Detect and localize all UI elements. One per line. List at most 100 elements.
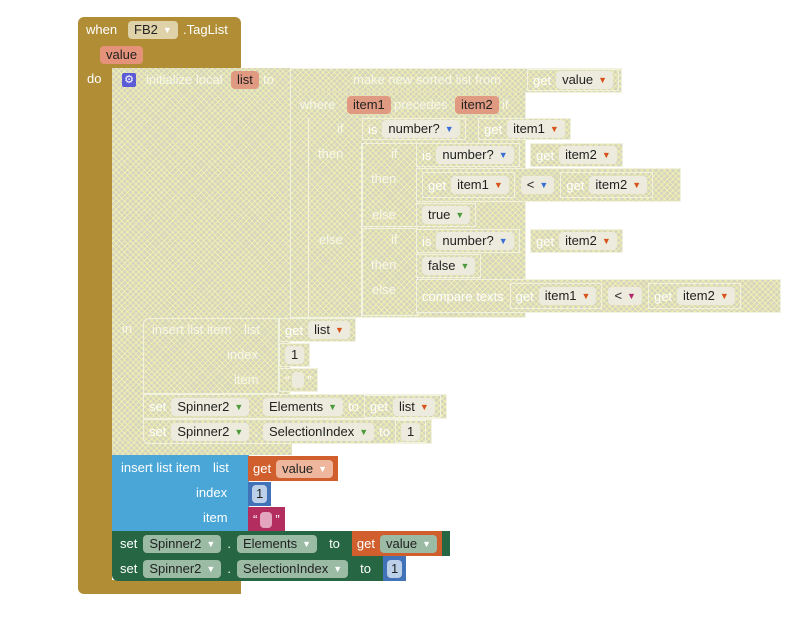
math-compare-block[interactable]: get item1▼ <▼ get item2▼ — [416, 168, 681, 202]
var-dropdown[interactable]: list▼ — [392, 397, 435, 416]
insert-list-item-block[interactable] — [112, 455, 249, 531]
is-number-block[interactable]: is number?▼ — [416, 229, 520, 253]
chevron-down-icon: ▼ — [498, 150, 508, 160]
operator-dropdown[interactable]: <▼ — [608, 287, 642, 305]
var-dropdown[interactable]: value▼ — [379, 534, 437, 553]
compare-texts-block[interactable]: compare texts get item1▼ <▼ get item2▼ — [416, 279, 781, 313]
var-dropdown[interactable]: item2▼ — [559, 232, 617, 250]
param-value[interactable]: value — [100, 46, 144, 64]
boolean-dropdown[interactable]: true▼ — [422, 206, 471, 224]
number-field[interactable]: 1 — [386, 559, 403, 578]
chevron-down-icon: ▼ — [493, 180, 503, 190]
var-dropdown[interactable]: item2▼ — [589, 176, 648, 194]
component-dropdown[interactable]: Spinner2▼ — [143, 559, 222, 578]
chevron-down-icon: ▼ — [719, 291, 729, 301]
number-block[interactable]: 1 — [248, 482, 272, 506]
chevron-down-icon: ▼ — [302, 538, 312, 549]
is-number-dropdown[interactable]: number?▼ — [382, 120, 460, 138]
labels-set: set — [120, 536, 138, 551]
component-dropdown[interactable]: Spinner2▼ — [143, 534, 222, 553]
false-block[interactable]: false▼ — [416, 254, 482, 278]
chevron-down-icon: ▼ — [328, 401, 338, 412]
var-dropdown[interactable]: item1▼ — [538, 287, 597, 305]
var-dropdown[interactable]: item2▼ — [677, 287, 735, 305]
chevron-down-icon: ▼ — [601, 236, 611, 246]
gear-icon[interactable]: ⚙ — [122, 73, 136, 87]
sorted-list-title: make new sorted list from — [353, 72, 502, 87]
number-block[interactable]: 1 — [382, 556, 407, 581]
insert-list-var: list — [314, 322, 330, 337]
property-dropdown[interactable]: Elements▼ — [236, 534, 318, 553]
true-block[interactable]: true▼ — [416, 203, 477, 227]
get-item1-block[interactable]: get item1▼ — [509, 283, 603, 309]
chevron-down-icon: ▼ — [460, 261, 470, 271]
var-dropdown[interactable]: item1▼ — [507, 120, 565, 138]
setters-elements: Elements — [268, 398, 324, 414]
get-value-block[interactable]: get value▼ — [248, 456, 339, 481]
property-dropdown[interactable]: SelectionIndex▼ — [262, 422, 375, 441]
number-block[interactable]: 1 — [394, 420, 427, 443]
set-spinner2-elements-disabled[interactable]: set Spinner2▼ . Elements▼ to get list▼ — [143, 394, 447, 419]
labels-set: set — [120, 561, 138, 576]
boolean-dropdown[interactable]: false▼ — [422, 257, 476, 275]
number-block[interactable]: 1 — [279, 343, 311, 367]
chevron-down-icon: ▼ — [359, 426, 369, 437]
component-dropdown[interactable]: Spinner2▼ — [171, 397, 250, 416]
operator-dropdown[interactable]: <▼ — [520, 176, 555, 194]
is-number-block[interactable]: is number?▼ — [362, 118, 466, 140]
if-label: if — [391, 232, 398, 247]
chevron-down-icon: ▼ — [539, 180, 549, 190]
if-expression-block[interactable] — [362, 228, 418, 316]
get-item2-block[interactable]: get item2▼ — [530, 229, 623, 253]
property-dropdown[interactable]: SelectionIndex▼ — [236, 559, 349, 578]
number-field[interactable]: 1 — [252, 485, 268, 503]
text-field[interactable] — [292, 372, 305, 388]
get-item2-block[interactable]: get item2▼ — [560, 172, 654, 198]
labels-to: to — [360, 561, 371, 576]
setters-dot: . — [227, 561, 231, 576]
text-block[interactable]: “” — [279, 368, 318, 392]
sort-item1: item1 — [513, 121, 545, 136]
is-number-dropdown[interactable]: number?▼ — [436, 232, 514, 250]
get-value-block[interactable]: get value▼ — [527, 69, 620, 91]
else-label: else — [372, 282, 396, 297]
get-value-block[interactable]: get value▼ — [351, 531, 442, 556]
text-block[interactable]: “” — [248, 507, 285, 532]
event-name: .TagList — [183, 22, 228, 37]
var-dropdown[interactable]: value▼ — [276, 459, 334, 478]
labels-set: set — [149, 399, 167, 414]
set-spinner2-selectionindex-disabled[interactable]: set Spinner2▼ . SelectionIndex▼ to 1 — [143, 419, 433, 444]
setters-component: Spinner2 — [149, 535, 202, 551]
number-field[interactable]: 1 — [285, 346, 305, 364]
precedes-label: precedes — [394, 97, 448, 112]
labels-get: get — [356, 536, 375, 551]
event-block-left-bar — [78, 60, 112, 593]
set-spinner2-selectionindex[interactable]: set Spinner2▼ . SelectionIndex▼ to 1 — [112, 556, 407, 581]
get-item1-block[interactable]: get item1▼ — [478, 118, 571, 140]
component-dropdown[interactable]: FB2▼ — [128, 21, 178, 39]
local-var-list[interactable]: list — [231, 71, 259, 89]
insert-list-item-label: insert list item — [152, 322, 232, 337]
text-field[interactable] — [260, 511, 273, 528]
var-dropdown[interactable]: value▼ — [556, 71, 614, 89]
set-spinner2-elements[interactable]: set Spinner2▼ . Elements▼ to get value▼ — [112, 531, 450, 556]
is-number-dropdown[interactable]: number?▼ — [436, 146, 514, 164]
get-item2-block[interactable]: get item2▼ — [530, 143, 623, 167]
get-item1-block[interactable]: get item1▼ — [422, 172, 515, 198]
var-dropdown[interactable]: item1▼ — [451, 176, 509, 194]
if-expression-block[interactable] — [362, 143, 418, 227]
var-dropdown[interactable]: item2▼ — [559, 146, 617, 164]
is-number-block[interactable]: is number?▼ — [416, 143, 520, 167]
insert-list-item-block-disabled[interactable] — [143, 318, 279, 394]
get-list-block[interactable]: get list▼ — [279, 318, 356, 342]
param-item2[interactable]: item2 — [455, 96, 499, 114]
event-block-bottom — [78, 580, 241, 594]
property-dropdown[interactable]: Elements ▼ — [262, 397, 344, 416]
number-field[interactable]: 1 — [400, 422, 421, 441]
get-list-block[interactable]: get list▼ — [363, 395, 441, 418]
var-dropdown[interactable]: list▼ — [308, 321, 350, 339]
get-item2-block[interactable]: get item2▼ — [647, 283, 741, 309]
chevron-down-icon: ▼ — [419, 401, 429, 412]
component-dropdown[interactable]: Spinner2▼ — [171, 422, 250, 441]
param-item1[interactable]: item1 — [347, 96, 391, 114]
